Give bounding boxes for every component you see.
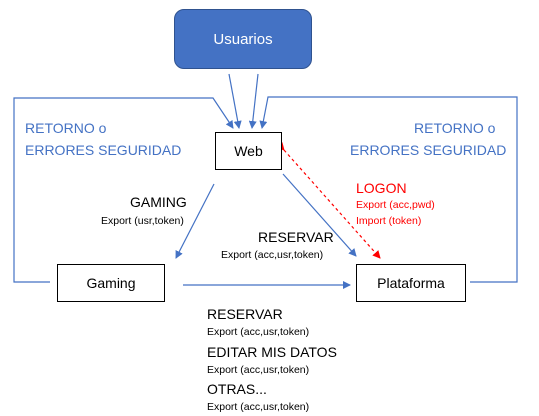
label-gaming-title: GAMING	[130, 194, 187, 210]
label-retorno-right-line1: RETORNO o	[414, 120, 496, 136]
arrow-logon-web-plataforma	[276, 142, 381, 259]
node-gaming-label: Gaming	[86, 275, 136, 291]
label-bottom-otras-title: OTRAS...	[207, 381, 267, 397]
node-web-label: Web	[234, 143, 263, 159]
label-bottom-reservar-title: RESERVAR	[207, 306, 283, 322]
node-plataforma-label: Plataforma	[377, 275, 445, 291]
label-bottom-reservar-sub: Export (acc,usr,token)	[207, 326, 310, 338]
node-gaming: Gaming	[57, 264, 165, 302]
label-logon-title: LOGON	[356, 180, 407, 196]
label-bottom-otras-sub: Export (acc,usr,token)	[207, 401, 310, 413]
node-web: Web	[215, 132, 282, 170]
label-reservar-title: RESERVAR	[258, 229, 334, 245]
arrow-gaming-return-to-web	[13, 97, 234, 283]
label-bottom-editar-title: EDITAR MIS DATOS	[207, 344, 337, 360]
label-logon-sub1: Export (acc,pwd)	[356, 199, 435, 211]
node-plataforma: Plataforma	[356, 264, 466, 302]
node-usuarios-label: Usuarios	[213, 30, 273, 48]
arrow-plataforma-return-to-web	[259, 96, 518, 283]
label-retorno-left-line1: RETORNO o	[25, 120, 107, 136]
label-retorno-left-line2: ERRORES SEGURIDAD	[25, 142, 182, 158]
label-logon-sub2: Import (token)	[356, 215, 422, 227]
arrow-usuarios-to-web-right	[248, 73, 259, 129]
arrow-usuarios-to-web-left	[228, 73, 242, 129]
node-usuarios: Usuarios	[174, 9, 312, 69]
arrow-web-to-gaming	[175, 183, 215, 259]
label-bottom-editar-sub: Export (acc,usr,token)	[207, 364, 310, 376]
label-retorno-right-line2: ERRORES SEGURIDAD	[350, 142, 507, 158]
label-gaming-sub: Export (usr,token)	[101, 215, 184, 227]
label-reservar-sub: Export (acc,usr,token)	[221, 249, 324, 261]
